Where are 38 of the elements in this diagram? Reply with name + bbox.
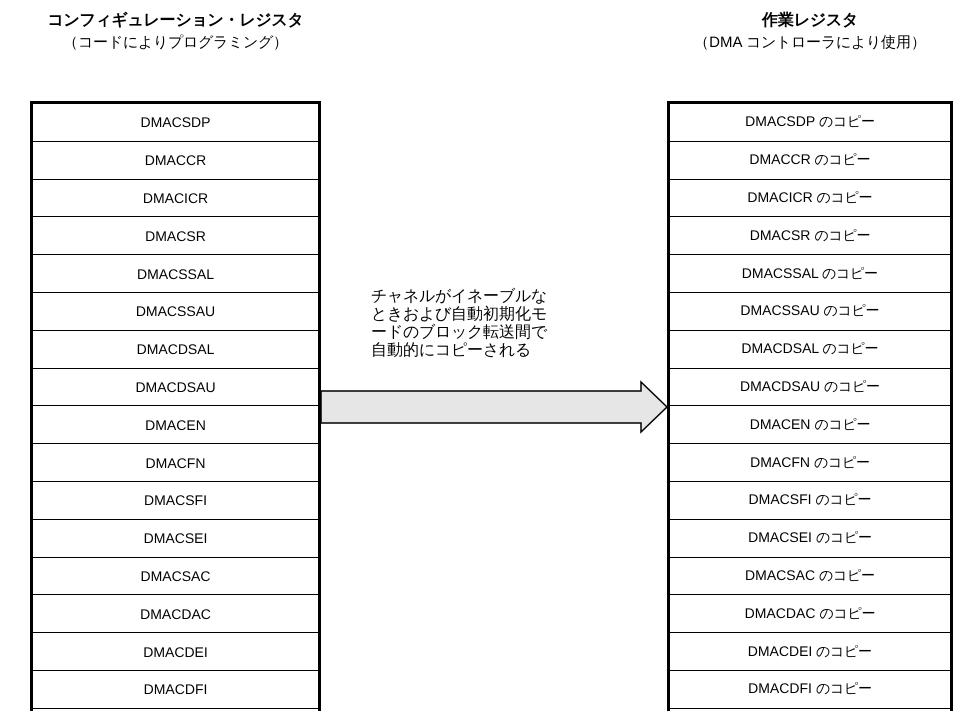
register-cell: DMACSDP のコピー <box>670 104 950 142</box>
register-cell: DMACSSAU のコピー <box>670 293 950 331</box>
register-cell: DMACICR のコピー <box>670 180 950 218</box>
register-cell: DMACICR <box>33 180 318 218</box>
register-cell: DMACSEI <box>33 520 318 558</box>
register-cell: DMACSFI <box>33 482 318 520</box>
edge-label: チャネルがイネーブルなときおよび自動初期化モードのブロック転送間で自動的にコピーされる <box>371 288 548 360</box>
register-cell: DMACSSAU <box>33 293 318 331</box>
register-cell: DMACDAC <box>33 595 318 634</box>
register-group-subheading: （DMA コントローラにより使用） <box>693 33 927 52</box>
register-cell: DMACDSAL のコピー <box>670 330 950 369</box>
register-cell: DMACDFI <box>33 671 318 709</box>
register-cell: DMACSSAL のコピー <box>670 255 950 293</box>
register-cell: DMACFN <box>33 444 318 482</box>
register-cell: DMACSR のコピー <box>670 217 950 256</box>
register-cell: DMACEN <box>33 406 318 444</box>
register-cell: DMACSFI のコピー <box>670 482 950 520</box>
register-cell: DMACSR <box>33 217 318 256</box>
register-cell: DMACEN のコピー <box>670 406 950 444</box>
register-cell: DMACDEI のコピー <box>670 633 950 671</box>
register-cell: DMACDFI のコピー <box>670 671 950 709</box>
register-cell: DMACDSAU のコピー <box>670 368 950 406</box>
register-group-heading: コンフィギュレーション・レジスタ <box>46 10 304 31</box>
register-cell: DMACDSAU <box>33 368 318 406</box>
register-cell: DMACSDP <box>33 104 318 142</box>
register-cell: DMACDAC のコピー <box>670 595 950 634</box>
register-cell: DMACCR のコピー <box>670 142 950 180</box>
register-group-heading: 作業レジスタ <box>760 10 859 31</box>
register-cell: DMACFN のコピー <box>670 444 950 482</box>
register-cell: DMACSAC <box>33 558 318 596</box>
register-cell: DMACDEI <box>33 633 318 671</box>
register-cell: DMACSEI のコピー <box>670 520 950 558</box>
register-cell: DMACDSAL <box>33 330 318 369</box>
register-cell: DMACCR <box>33 142 318 180</box>
block-arrow <box>320 380 668 434</box>
register-cell: DMACSAC のコピー <box>670 558 950 596</box>
register-group-subheading: （コードによりプログラミング） <box>62 33 289 52</box>
register-cell: DMACSSAL <box>33 255 318 293</box>
